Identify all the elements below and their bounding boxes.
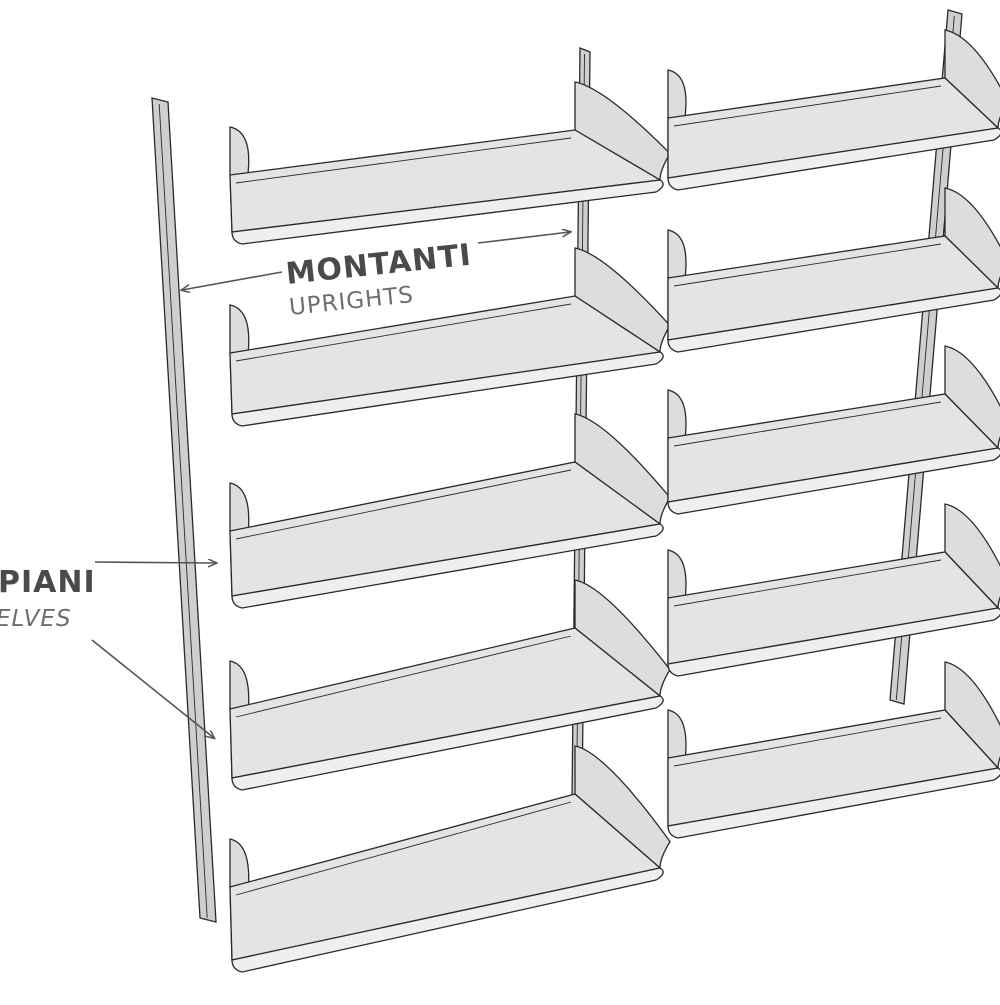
shelf-right-row-5 bbox=[667, 661, 1000, 839]
uprights-arrow-left bbox=[182, 271, 283, 290]
shelves-subtitle: ELVES bbox=[0, 606, 72, 632]
shelf-right-row-1 bbox=[667, 29, 1000, 191]
shelf-left-row-2 bbox=[229, 247, 671, 427]
shelf-right-row-4 bbox=[667, 503, 1000, 677]
uprights-arrow-right bbox=[477, 232, 570, 244]
shelves-group bbox=[229, 29, 1000, 973]
shelves-arrow-upper bbox=[94, 562, 216, 563]
shelf-right-row-2 bbox=[667, 187, 1000, 353]
upright-1 bbox=[151, 97, 217, 923]
shelf-left-row-5 bbox=[229, 745, 671, 973]
shelves-arrow-lower bbox=[91, 639, 214, 738]
shelves-title: PIANI bbox=[0, 565, 96, 600]
shelf-left-row-3 bbox=[229, 413, 671, 609]
shelves-callout: PIANI ELVES bbox=[0, 562, 216, 738]
uprights-title: MONTANTI bbox=[284, 238, 473, 292]
shelf-left-row-4 bbox=[229, 579, 671, 791]
shelf-left-row-1 bbox=[229, 81, 671, 245]
shelf-right-row-3 bbox=[667, 345, 1000, 515]
